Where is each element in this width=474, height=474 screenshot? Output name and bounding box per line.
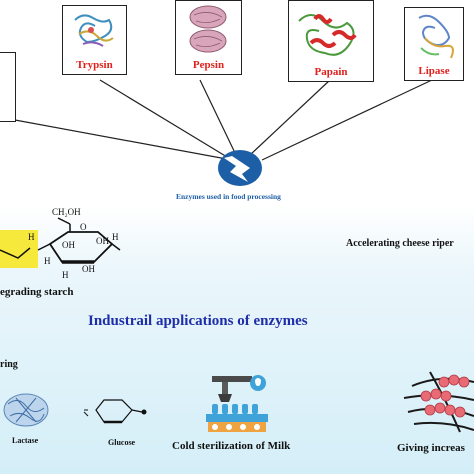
enzyme-label-lipase: Lipase <box>418 65 450 77</box>
pepsin-structure-icon <box>189 5 227 53</box>
starch-h-1: H <box>28 232 35 242</box>
label-cold-sterilization: Cold sterilization of Milk <box>172 440 291 452</box>
label-accelerating-cheese: Accelerating cheese riper <box>346 238 454 249</box>
label-degrading-starch: egrading starch <box>0 286 74 298</box>
starch-h-3: H <box>62 270 69 280</box>
label-lactase: Lactase <box>12 436 39 445</box>
enzyme-box-trypsin: Trypsin <box>62 5 127 75</box>
enzyme-label-papain: Papain <box>314 66 348 78</box>
label-giving-increase: Giving increas <box>397 442 465 454</box>
lipase-structure-icon <box>418 14 454 59</box>
starch-ch2oh: CH₂OH <box>52 207 81 217</box>
enzyme-box-partial <box>0 52 16 122</box>
label-brewing-partial: ring <box>0 359 18 370</box>
enzyme-box-papain: Papain <box>288 0 374 82</box>
starch-h-2: H <box>44 256 51 266</box>
starch-oh-3: OH <box>96 236 109 246</box>
starch-oh-2: OH <box>82 264 95 274</box>
enzyme-label-pepsin: Pepsin <box>192 59 225 71</box>
trypsin-structure-icon <box>74 14 114 47</box>
starch-ring-o: O <box>80 222 87 232</box>
enzyme-label-trypsin: Trypsin <box>76 59 113 71</box>
enzyme-box-lipase: Lipase <box>404 7 464 81</box>
papain-structure-icon <box>298 14 357 56</box>
enzyme-box-pepsin: Pepsin <box>175 0 242 75</box>
starch-h-4: H <box>112 232 119 242</box>
hub-label: Enzymes used in food processing <box>176 192 281 201</box>
label-glucose: Glucose <box>108 438 136 447</box>
starch-oh-1: OH <box>62 240 75 250</box>
main-title: Industrail applications of enzymes <box>88 313 308 329</box>
